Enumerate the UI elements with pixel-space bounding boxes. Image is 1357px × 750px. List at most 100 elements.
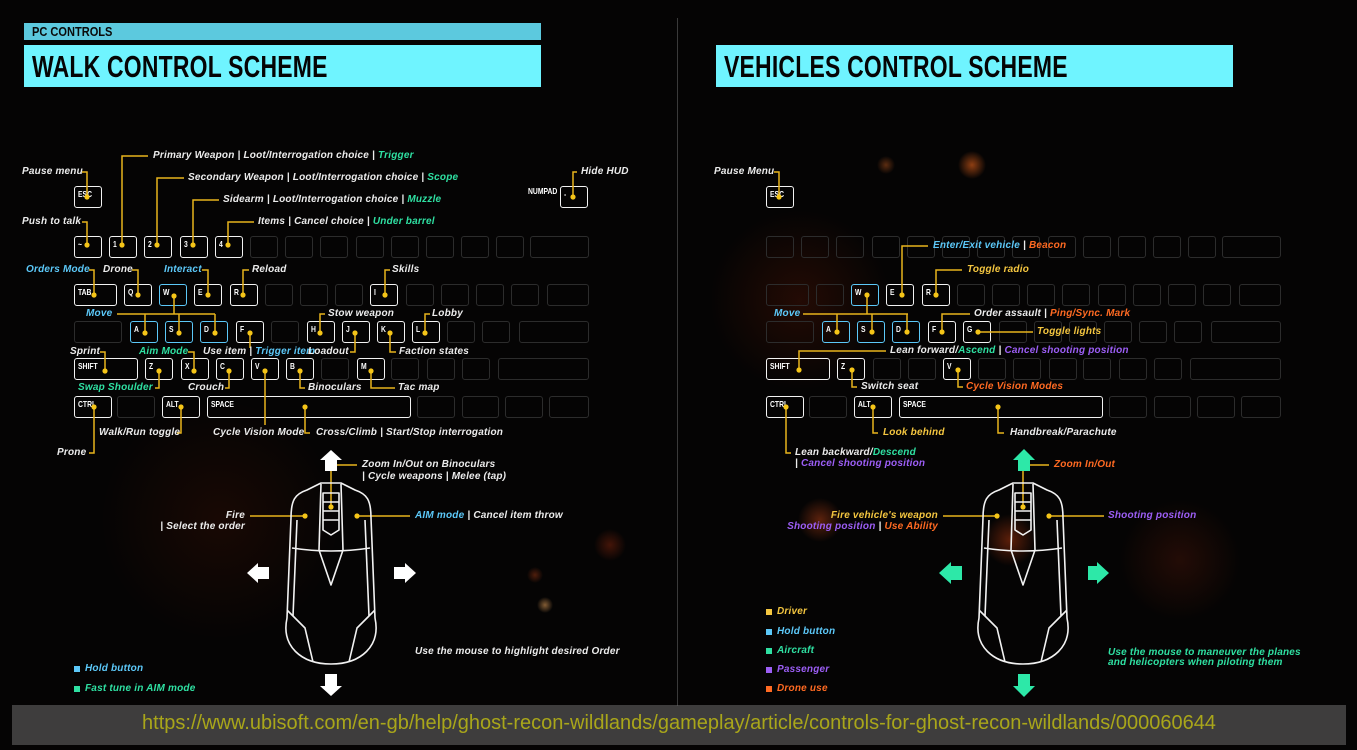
key-blank <box>391 236 419 258</box>
annotation-note-2: and helicopters when piloting them <box>1108 657 1283 669</box>
annotation-orders-mode: Orders Mode <box>26 264 90 276</box>
key-blank <box>461 236 489 258</box>
annotation-text: Beacon <box>1028 240 1067 251</box>
key-label: K <box>381 324 386 334</box>
key-c: C <box>216 358 244 380</box>
key-label: 2 <box>148 239 152 249</box>
key-blank <box>766 284 809 306</box>
key-blank <box>1119 358 1147 380</box>
key-blank <box>1104 321 1132 343</box>
annotation-text: Pause menu <box>22 166 83 177</box>
key-blank <box>872 236 900 258</box>
annotation-crouch: Crouch <box>188 382 224 394</box>
key-blank <box>476 284 504 306</box>
annotation-text: Items | Cancel choice | <box>258 216 373 227</box>
annotation-reload: Reload <box>252 264 287 276</box>
annotation-pause-menu: Pause Menu <box>714 166 774 178</box>
key-label: ALT <box>166 399 179 409</box>
annotation-text: Lean forward/ <box>890 345 959 356</box>
key-blank <box>978 358 1006 380</box>
arrow-down-icon <box>320 674 342 696</box>
annotation-aim-mode: Aim Mode <box>139 346 188 358</box>
annotation-loadout: Loadout <box>308 346 349 358</box>
key-blank <box>1049 358 1077 380</box>
annotation-text: Toggle radio <box>967 264 1030 275</box>
annotation-text: Lobby <box>432 308 463 319</box>
key-j: J <box>342 321 370 343</box>
arrow-up-icon <box>320 450 342 471</box>
key-~: ~ <box>74 236 102 258</box>
annotation-handbreak: Handbreak/Parachute <box>1010 427 1117 439</box>
key-blank <box>801 236 829 258</box>
key-blank <box>1034 321 1062 343</box>
key-shift: SHIFT <box>74 358 138 380</box>
source-url[interactable]: https://www.ubisoft.com/en-gb/help/ghost… <box>142 712 1216 734</box>
vehicles-title-banner: VEHICLES CONTROL SCHEME <box>716 45 1233 87</box>
key-label: 3 <box>184 239 188 249</box>
key-label: M <box>361 361 367 371</box>
key-blank <box>250 236 278 258</box>
key-label: R <box>234 287 239 297</box>
key-label: ESC <box>770 189 784 199</box>
legend-swatch-icon <box>766 648 772 654</box>
key-label: Q <box>128 287 134 297</box>
annotation-text: Zoom In/Out on Binoculars <box>362 459 496 470</box>
key-blank <box>285 236 313 258</box>
key-label: A <box>826 324 831 334</box>
annotation-zoom: Zoom In/Out on Binoculars <box>362 459 495 471</box>
annotation-shooting: Shooting position <box>1108 510 1196 522</box>
key-blank <box>447 321 475 343</box>
annotation-text: Switch seat <box>861 381 919 392</box>
annotation-text: Cancel shooting position <box>1004 345 1129 356</box>
annotation-text: | <box>875 521 885 532</box>
key-space: SPACE <box>207 396 411 418</box>
key-blank <box>766 321 814 343</box>
annotation-text: Scope <box>427 172 459 183</box>
key-blank <box>1013 358 1041 380</box>
annotation-text: Enter/Exit vehicle <box>933 240 1020 251</box>
key-blank <box>1083 236 1111 258</box>
annotation-faction-states: Faction states <box>399 346 469 358</box>
key-blank <box>1062 284 1090 306</box>
annotation-note: Use the mouse to maneuver the planes <box>1108 647 1301 659</box>
walk-dots <box>84 194 576 519</box>
annotation-swap-shoulder: Swap Shoulder <box>78 382 153 394</box>
annotation-text: Loadout <box>308 346 349 357</box>
annotation-text: Use the mouse to maneuver the planes <box>1108 647 1301 658</box>
key-label: S <box>861 324 866 334</box>
key-blank <box>1118 236 1146 258</box>
annotation-text: Trigger <box>378 150 414 161</box>
annotation-interact: Interact <box>164 264 202 276</box>
key-label: Z <box>841 361 846 371</box>
annotation-switch-seat: Switch seat <box>861 381 918 393</box>
arrow-down-icon <box>1013 674 1035 697</box>
annotation-text: | <box>995 345 1005 356</box>
key-blank <box>957 284 985 306</box>
annotation-text: Move <box>86 308 113 319</box>
key-blank <box>335 284 363 306</box>
key-label: F <box>240 324 245 334</box>
key-ctrl: CTRL <box>766 396 804 418</box>
key-label: D <box>204 324 209 334</box>
key-blank <box>1153 236 1181 258</box>
key-label: H <box>311 324 316 334</box>
annotation-lobby: Lobby <box>432 308 463 320</box>
annotation-drone: Drone <box>103 264 133 276</box>
key-label: L <box>416 324 421 334</box>
key-blank <box>498 358 589 380</box>
annotation-hide-hud: Hide HUD <box>581 166 629 178</box>
key-label: F <box>932 324 937 334</box>
key-blank <box>1239 284 1281 306</box>
key-blank <box>1012 236 1040 258</box>
key-label: D <box>896 324 901 334</box>
legend-item: Hold button <box>85 663 144 674</box>
annotation-text: | <box>795 458 801 469</box>
key-blank <box>942 236 970 258</box>
key-s: S <box>857 321 885 343</box>
key-blank <box>1027 284 1055 306</box>
annotation-text: Cross/Climb | Start/Stop interrogation <box>316 427 504 438</box>
annotation-text: Muzzle <box>407 194 442 205</box>
annotation-text: Reload <box>252 264 287 275</box>
annotation-text: Pause Menu <box>714 166 775 177</box>
legend-item: Driver <box>777 606 808 617</box>
